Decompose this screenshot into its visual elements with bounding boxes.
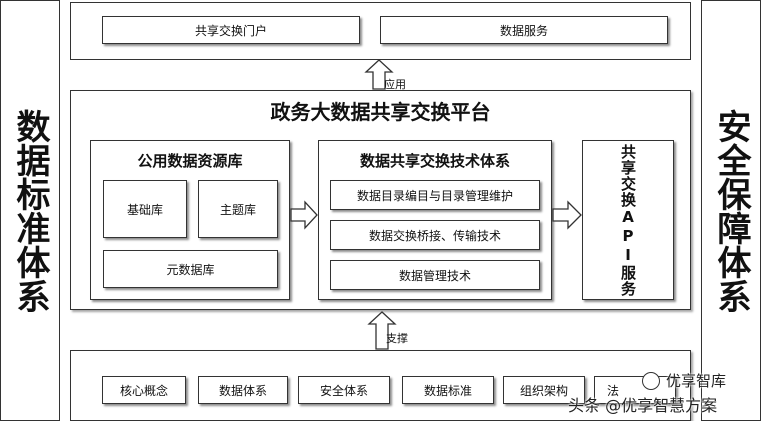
catalog-management-box: 数据目录编目与目录管理维护: [330, 180, 540, 210]
up-arrow-support-icon: [367, 311, 397, 350]
core-concept-label: 核心概念: [119, 383, 168, 398]
theme-library-label: 主题库: [219, 202, 256, 217]
watermark: 优享智库 头条 @优享智慧方案: [560, 372, 755, 418]
api-service-label: 共享交换API服务: [619, 143, 637, 297]
org-structure-label: 组织架构: [519, 383, 568, 398]
core-concept-box: 核心概念: [102, 376, 186, 404]
right-arrow-icon: [290, 200, 318, 230]
metadata-library-box: 元数据库: [103, 250, 278, 288]
data-service-box: 数据服务: [380, 16, 668, 44]
base-library-label: 基础库: [126, 202, 163, 217]
data-management-tech-box: 数据管理技术: [330, 260, 540, 290]
data-system-box: 数据体系: [198, 376, 288, 404]
security-system-label: 安全保障体系: [711, 108, 751, 313]
catalog-management-label: 数据目录编目与目录管理维护: [356, 188, 513, 203]
base-library-box: 基础库: [103, 180, 187, 238]
resource-library-title: 公用数据资源库: [137, 152, 243, 170]
org-structure-box: 组织架构: [503, 376, 585, 404]
support-label: 支撑: [386, 332, 408, 345]
api-service-box: 共享交换API服务: [582, 140, 674, 300]
watermark-line2: 头条 @优享智慧方案: [568, 396, 718, 415]
theme-library-box: 主题库: [198, 180, 278, 238]
metadata-library-label: 元数据库: [166, 262, 215, 277]
sharing-exchange-portal-label: 共享交换门户: [194, 23, 267, 38]
watermark-line1: 优享智库: [666, 372, 727, 390]
right-arrow-icon: [552, 200, 582, 230]
exchange-bridge-transfer-box: 数据交换桥接、传输技术: [330, 220, 540, 250]
exchange-bridge-transfer-label: 数据交换桥接、传输技术: [368, 228, 501, 243]
security-system-box: 安全体系: [298, 376, 390, 404]
data-standard-system-label: 数据标准体系: [10, 108, 50, 313]
security-system-pillar: 安全保障体系: [701, 0, 761, 421]
data-system-label: 数据体系: [218, 383, 267, 398]
data-standard-system-pillar: 数据标准体系: [0, 0, 60, 421]
law-label: 法: [607, 383, 620, 398]
sharing-exchange-portal-box: 共享交换门户: [102, 16, 360, 44]
data-standard-box-label: 数据标准: [423, 383, 472, 398]
data-standard-box: 数据标准: [402, 376, 494, 404]
platform-title: 政务大数据共享交换平台: [270, 100, 491, 124]
security-system-box-label: 安全体系: [319, 383, 368, 398]
watermark-logo-icon: [642, 372, 660, 390]
application-label: 应用: [384, 78, 406, 91]
data-management-tech-label: 数据管理技术: [398, 268, 471, 283]
up-arrow-application-icon: [364, 59, 394, 90]
data-service-label: 数据服务: [499, 23, 548, 38]
tech-system-title: 数据共享交换技术体系: [359, 152, 510, 170]
law-box: 法: [594, 376, 676, 404]
